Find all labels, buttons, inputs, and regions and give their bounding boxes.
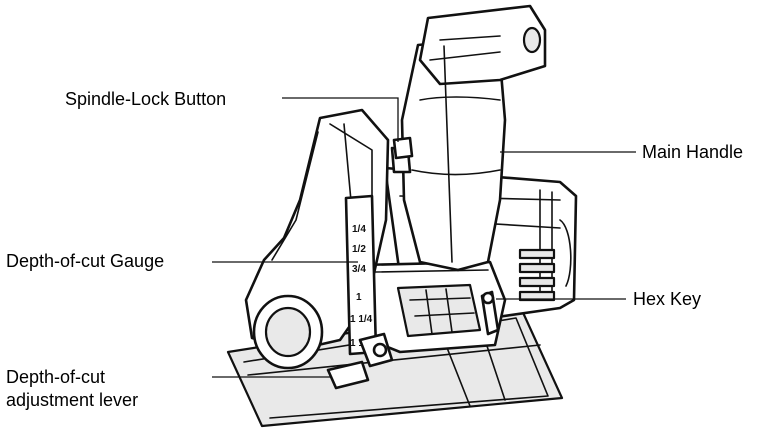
callout-leaders	[212, 97, 636, 378]
gauge-mark-one: 1	[356, 292, 362, 303]
hex-key	[480, 290, 500, 336]
main-handle-label: Main Handle	[642, 142, 744, 162]
adjust-lever-label-line1: Depth-of-cut	[6, 367, 106, 387]
gauge-mark-half: 1/2	[352, 244, 366, 255]
dust-port	[252, 294, 324, 370]
adjust-lever-label: Depth-of-cut adjustment lever	[6, 366, 138, 412]
spindle-lock-button	[392, 136, 414, 160]
depth-adjustment-lever	[326, 332, 394, 390]
gauge-mark-three-quarter: 3/4	[352, 264, 366, 275]
leader-spindle-lock	[282, 97, 399, 142]
hex-key-label: Hex Key	[633, 289, 702, 309]
depth-gauge-strip: 1/4 1/2 3/4 1 1 1/4 1 1/2	[344, 194, 378, 356]
gauge-mark-quarter: 1/4	[352, 224, 366, 235]
gauge-mark-one-quarter: 1 1/4	[350, 314, 373, 325]
depth-gauge-label: Depth-of-cut Gauge	[6, 251, 165, 271]
spindle-lock-label: Spindle-Lock Button	[65, 89, 227, 109]
main-handle	[400, 4, 547, 272]
adjust-lever-label-line2: adjustment lever	[6, 390, 139, 410]
battery-pack	[358, 260, 507, 354]
